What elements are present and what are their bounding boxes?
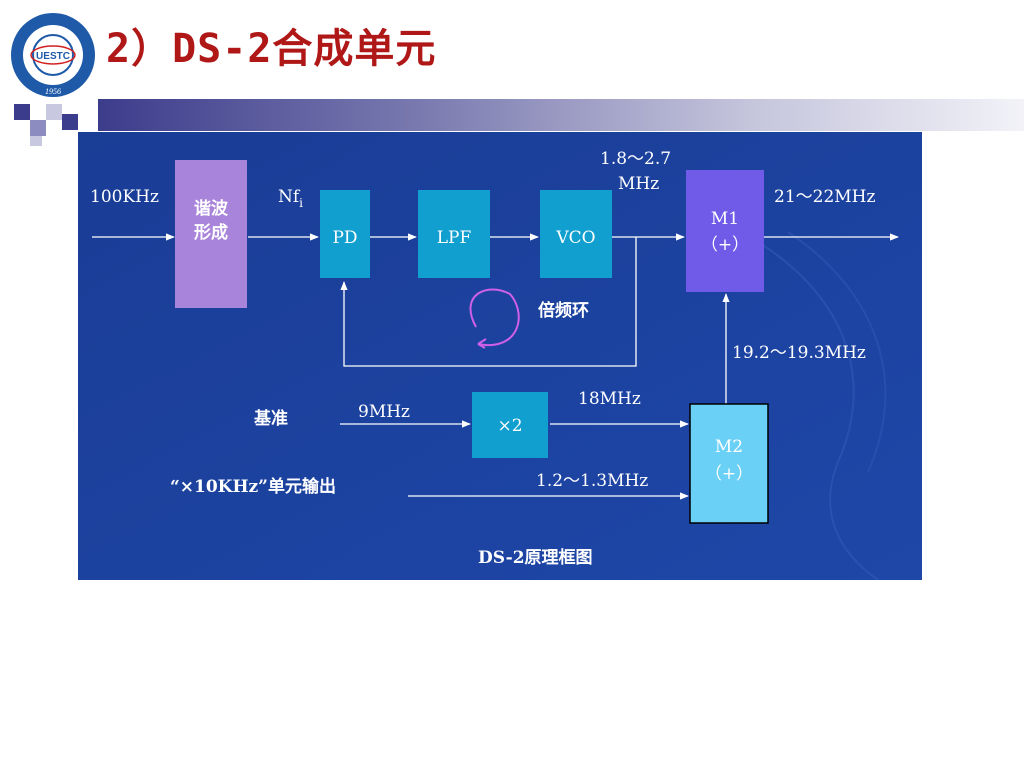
input-frequency-label: 100KHz	[90, 187, 159, 207]
loop-label: 倍频环	[538, 300, 589, 321]
logo-orbit	[30, 45, 76, 65]
logo-inner-circle	[23, 25, 83, 85]
vco-label: VCO	[555, 228, 595, 248]
vco-range-line1: 1.8～2.7	[600, 149, 671, 169]
m1-operator: （+）	[701, 235, 749, 255]
logo-text: UESTC	[36, 51, 70, 62]
handwritten-loop-annotation	[469, 288, 520, 347]
m2-mixer-block	[689, 403, 769, 524]
slide-title: 2）DS-2合成单元	[106, 26, 437, 72]
university-logo: UESTC 1956	[11, 13, 95, 97]
lpf-block	[418, 190, 490, 278]
harmonic-label-line2: 形成	[194, 222, 228, 243]
x2-multiplier-block	[472, 392, 548, 458]
ds2-block-diagram: 谐波 形成 PD LPF VCO M1 （+） ×2 M2 （+） 100KHz…	[78, 132, 922, 580]
lpf-label: LPF	[437, 228, 472, 248]
pd-block	[320, 190, 370, 278]
harmonic-label-line1: 谐波	[194, 198, 229, 219]
feedback-loop-line	[340, 237, 637, 367]
output-frequency-label: 21～22MHz	[774, 187, 875, 207]
decorative-curve	[787, 231, 887, 473]
unit-frequency-range: 1.2～1.3MHz	[536, 471, 648, 491]
x2-label: ×2	[497, 416, 522, 436]
m2-operator: （+）	[705, 464, 753, 484]
m2-output-frequency: 19.2～19.3MHz	[732, 343, 866, 363]
decorative-curve	[757, 241, 879, 580]
logo-emblem	[32, 34, 74, 76]
deco-square	[30, 136, 42, 146]
m1-mixer-block	[686, 170, 764, 292]
x2-output-frequency: 18MHz	[578, 389, 641, 409]
deco-square	[46, 104, 62, 120]
unit-output-label: “×10KHz”单元输出	[170, 476, 336, 497]
deco-square	[30, 120, 46, 136]
deco-square	[14, 104, 30, 120]
reference-frequency: 9MHz	[358, 402, 410, 422]
m1-label: M1	[711, 209, 739, 229]
logo-year: 1956	[45, 87, 61, 96]
pd-label: PD	[332, 228, 357, 248]
vco-range-line2: MHz	[618, 174, 659, 194]
vco-block	[540, 190, 612, 278]
reference-label: 基准	[253, 408, 288, 429]
diagram-caption: DS-2原理框图	[478, 547, 593, 568]
handwritten-arrowhead	[477, 338, 487, 349]
harmonic-generator-block	[175, 160, 247, 308]
deco-square	[62, 114, 78, 130]
m2-label: M2	[715, 437, 743, 457]
title-underline-bar	[98, 99, 1024, 131]
nf-label: Nfi	[278, 187, 303, 210]
